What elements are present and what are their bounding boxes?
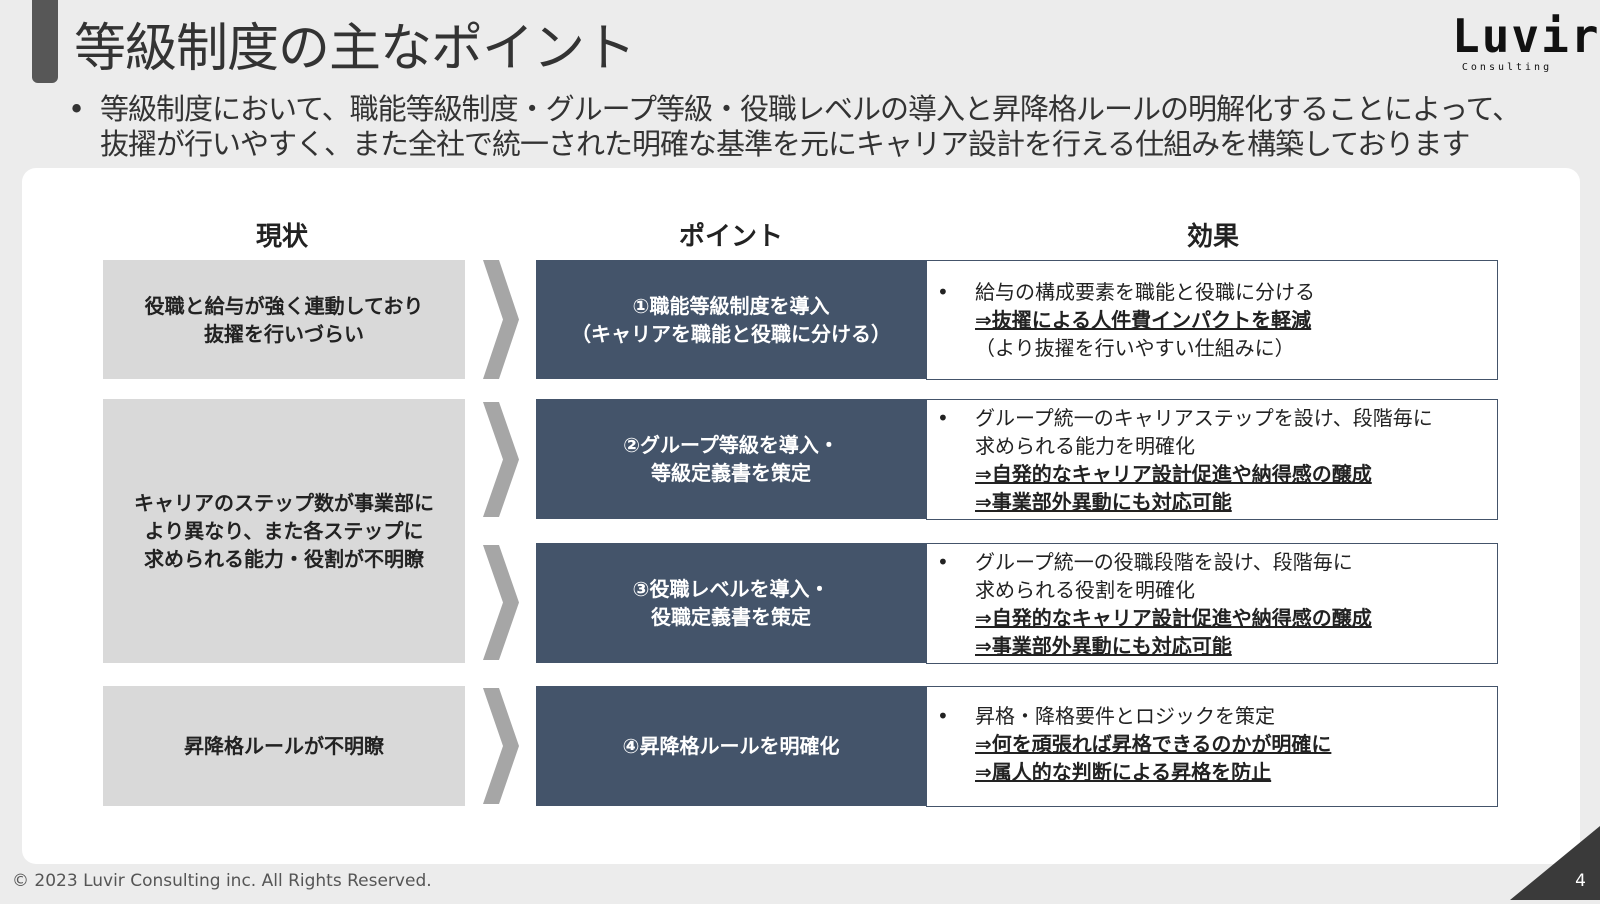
effect-line: グループ統一の役職段階を設け、段階毎に: [975, 550, 1353, 574]
point-box-3: ③役職レベルを導入・ 役職定義書を策定: [536, 543, 926, 663]
title-accent-bar: [32, 0, 58, 83]
header-current: 現状: [255, 222, 308, 252]
logo-subtitle: Consulting: [1461, 62, 1553, 73]
page-title: 等級制度の主なポイント: [74, 19, 636, 79]
chevron-right-icon: [483, 260, 519, 379]
effect-line: 給与の構成要素を職能と役職に分ける: [975, 280, 1315, 304]
effect-bullet: •: [937, 280, 949, 304]
header-effect: 効果: [1186, 222, 1239, 252]
current-state-1: 役職と給与が強く連動しており 抜擢を行いづらい: [103, 260, 465, 379]
point-box-4: ④昇降格ルールを明確化: [536, 686, 926, 806]
effect-line: 求められる能力を明確化: [975, 434, 1195, 458]
effect-line-emphasis: ⇒事業部外異動にも対応可能: [975, 490, 1232, 514]
lead-bullet: •: [68, 92, 86, 126]
effect-line-emphasis: ⇒何を頑張れば昇格できるのかが明確に: [975, 732, 1332, 756]
current-state-2: キャリアのステップ数が事業部に より異なり、また各ステップに 求められる能力・役…: [103, 399, 465, 663]
effect-box-3: • グループ統一の役職段階を設け、段階毎に 求められる役割を明確化 ⇒自発的なキ…: [926, 543, 1498, 664]
effect-bullet: •: [937, 550, 949, 574]
effect-line-emphasis: ⇒自発的なキャリア設計促進や納得感の醸成: [975, 606, 1372, 630]
effect-line: 昇格・降格要件とロジックを策定: [975, 704, 1275, 728]
chevron-right-icon: [483, 402, 519, 517]
effect-bullet: •: [937, 704, 949, 728]
lead-text: 等級制度において、職能等級制度・グループ等級・役職レベルの導入と昇降格ルールの明…: [100, 92, 1521, 161]
effect-bullet: •: [937, 406, 949, 430]
effect-line: 求められる役割を明確化: [975, 578, 1195, 602]
effect-box-4: • 昇格・降格要件とロジックを策定 ⇒何を頑張れば昇格できるのかが明確に ⇒属人…: [926, 686, 1498, 807]
effect-line-emphasis: ⇒事業部外異動にも対応可能: [975, 634, 1232, 658]
current-state-3: 昇降格ルールが不明瞭: [103, 686, 465, 806]
chevron-right-icon: [483, 545, 519, 660]
effect-line: （より抜擢を行いやすい仕組みに）: [975, 336, 1295, 360]
point-box-2: ②グループ等級を導入・ 等級定義書を策定: [536, 399, 926, 519]
header-point: ポイント: [678, 222, 783, 252]
logo-word: Luvir: [1452, 9, 1600, 63]
effect-line: グループ統一のキャリアステップを設け、段階毎に: [975, 406, 1433, 430]
copyright-footer: © 2023 Luvir Consulting inc. All Rights …: [12, 871, 432, 891]
effect-box-2: • グループ統一のキャリアステップを設け、段階毎に 求められる能力を明確化 ⇒自…: [926, 399, 1498, 520]
lead-paragraph: • 等級制度において、職能等級制度・グループ等級・役職レベルの導入と昇降格ルール…: [68, 92, 1568, 162]
point-box-1: ①職能等級制度を導入 （キャリアを職能と役職に分ける）: [536, 260, 926, 379]
effect-line-emphasis: ⇒抜擢による人件費インパクトを軽減: [975, 308, 1312, 332]
chevron-right-icon: [483, 688, 519, 804]
effect-box-1: • 給与の構成要素を職能と役職に分ける ⇒抜擢による人件費インパクトを軽減 （よ…: [926, 260, 1498, 380]
effect-line-emphasis: ⇒属人的な判断による昇格を防止: [975, 760, 1272, 784]
page-corner-icon: [1510, 826, 1600, 900]
luvir-logo: Luvir Consulting: [1452, 9, 1600, 73]
effect-line-emphasis: ⇒自発的なキャリア設計促進や納得感の醸成: [975, 462, 1372, 486]
page-number: 4: [1575, 871, 1586, 891]
